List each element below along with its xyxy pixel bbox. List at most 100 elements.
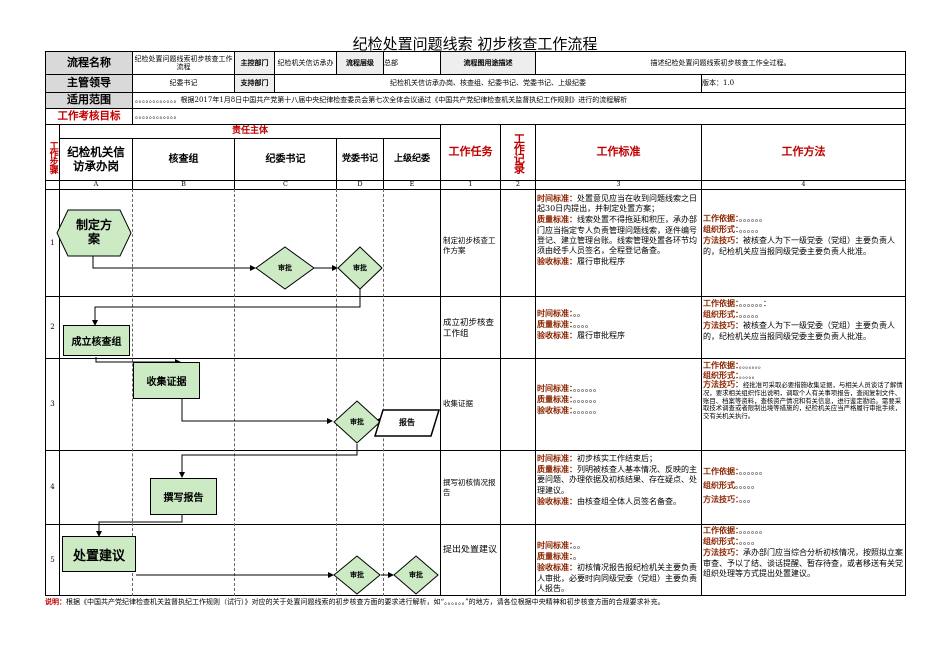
standard-key: 质量标准：	[537, 464, 577, 475]
method-key: 工作依据：	[703, 361, 739, 370]
standard-cell: 时间标准：。。。。。。 质量标准：。。。。。。 验收标准：。。。。。。	[537, 383, 699, 443]
target-label: 工作考核目标	[57, 110, 121, 123]
method-cell: 工作依据：。。。。。。。 组织形式：。。。。。 方法技巧：经批准可采取必要措施收…	[703, 361, 903, 449]
standard-value: 由核查组全体人员签名备查。	[577, 496, 681, 506]
scope-label: 适用范围	[46, 93, 132, 108]
approve-label: 审批	[350, 417, 364, 426]
standard-cell: 时间标准：初步核实工作结束后； 质量标准：列明被核查人基本情况、反映的主要问题、…	[537, 453, 699, 523]
leader-label: 主管领导	[46, 75, 132, 92]
purpose-value: 描述纪检处置问题线索初步核查工作全过程。	[650, 58, 791, 67]
approve-label: 审批	[278, 263, 292, 272]
standard-key: 质量标准：	[537, 551, 573, 562]
task-cell: 制定初步核查工作方案	[443, 236, 496, 255]
col-letter: C	[283, 181, 288, 189]
method-header: 工作方法	[781, 145, 826, 159]
method-value: 。。。。	[739, 537, 759, 547]
footer-label: 说明：	[45, 597, 66, 606]
page-title: 纪检处置问题线索 初步核查工作流程	[352, 35, 598, 53]
standard-key: 验收标准：	[537, 256, 577, 267]
standard-value: 初核情况报告报纪检机关主要负责人审批，必要时向同级党委（党组）主要负责人报告。	[537, 563, 697, 593]
role-c: 纪委书记	[265, 153, 306, 165]
row-number: 5	[50, 556, 55, 565]
standard-key: 质量标准：	[537, 394, 573, 405]
standard-header: 工作标准	[596, 145, 641, 159]
method-value: 被核查人为下一级党委（党组）主要负责人的，纪检机关应当报同级党委主要负责人批准。	[703, 321, 895, 341]
method-value: 承办部门应当综合分析初核情况，按照拟立案审查、予以了结、谈话提醒、暂存待查，或者…	[703, 548, 903, 578]
footer-note: 说明：根据《中国共产党纪律检查机关监督执纪工作规则（试行）》对应的关于处置问题线…	[45, 597, 915, 607]
method-value: 被核查人为下一级党委（党组）主要负责人的，纪检机关应当报同级党委主要负责人批准。	[703, 236, 895, 256]
standard-key: 质量标准：	[537, 319, 573, 330]
make-plan-label: 制定方案	[75, 218, 112, 246]
standard-value: 。。	[573, 309, 585, 318]
standard-value: 。。	[573, 541, 585, 550]
target-value: 。。。。。。。。。。。。	[135, 112, 181, 121]
lead-dept-label: 主控部门	[235, 52, 274, 74]
role-b: 核查组	[168, 153, 199, 165]
method-key: 工作依据：	[703, 525, 739, 535]
method-value: 。。。。。。	[739, 526, 767, 535]
method-key: 组织形式：	[703, 309, 739, 320]
report-document: 报告	[374, 409, 440, 437]
standard-key: 质量标准：	[537, 214, 577, 225]
approve-diamond: 审批	[337, 246, 383, 290]
record-header: 工作记录	[512, 132, 526, 173]
col-letter: E	[409, 181, 415, 189]
leader-value: 纪委书记	[169, 79, 198, 88]
standard-key: 时间标准：	[537, 193, 577, 203]
approve-diamond: 审批	[333, 555, 381, 595]
standard-value: 。。。。。。	[573, 395, 601, 405]
standard-key: 时间标准：	[537, 453, 577, 463]
role-d: 党委书记	[341, 154, 378, 165]
role-a: 纪检机关信访承办岗	[67, 145, 125, 173]
standard-key: 验收标准：	[537, 562, 577, 573]
level-value: 总部	[384, 58, 398, 67]
method-value: 经批准可采取必要措施收集证据，与相关人员谈话了解情况，要求相关组织作出说明，调取…	[703, 381, 903, 421]
col-letter: D	[357, 181, 363, 189]
approve-label: 审批	[350, 570, 364, 579]
method-value: 。。。。。。：	[739, 299, 771, 308]
method-value: 。。。。。。	[739, 214, 767, 223]
task-header: 工作任务	[448, 145, 493, 159]
method-value: 。。。。。	[735, 480, 759, 490]
standard-value: 。。。。。。	[573, 406, 601, 416]
standard-key: 时间标准：	[537, 308, 573, 318]
support-label: 支持部门	[235, 75, 274, 92]
method-key: 工作依据：	[703, 213, 739, 223]
lead-dept-value: 纪检机关信访承办	[277, 58, 334, 67]
support-value: 纪检机关信访承办岗、核查组、纪委书记、党委书记、上级纪委	[390, 79, 586, 88]
flow-name-value: 纪检处置问题线索初步核查工作流程	[134, 54, 233, 71]
method-key: 组织形式	[703, 479, 735, 490]
method-cell: 工作依据：。。。。。。 组织形式：。。。。。 方法技巧：被核查人为下一级党委（党…	[703, 213, 903, 295]
standard-value: 履行审批程序	[577, 331, 625, 341]
standard-value: 处置意见应当在收到问题线索之日起30日内提出，并制定处置方案；	[537, 194, 697, 214]
standard-value: 。。。。	[573, 320, 593, 330]
method-key: 组织形式	[703, 224, 735, 235]
method-cell: 工作依据：。。。。。。： 组织形式：。。。。。 方法技巧：被核查人为下一级党委（…	[703, 298, 903, 357]
method-key: 方法技巧：	[703, 320, 743, 331]
method-key: 工作依据：	[703, 298, 739, 308]
col-letter: B	[181, 181, 186, 189]
role-e: 上级纪委	[393, 154, 430, 165]
task-cell: 撰写初核情况报告	[443, 478, 496, 497]
method-value: 。。。	[739, 494, 755, 504]
col-letter: A	[93, 181, 99, 189]
method-value: ：。。。。。	[735, 225, 763, 235]
form-group-box: 成立核查组	[63, 325, 130, 356]
col-letter: 3	[616, 181, 621, 189]
standard-value: 列明被核查人基本情况、反映的主要问题、办理依据及初核结果、存在疑点、处理建议。	[537, 465, 697, 495]
task-cell: 成立初步核查工作组	[443, 318, 495, 339]
standard-value: 履行审批程序	[577, 257, 625, 267]
scope-value: 。。。。。。。。。。。。根据2017年1月8日中国共产党第十八届中央纪律检查委员…	[135, 96, 628, 105]
step-label: 工作步骤	[47, 141, 58, 173]
footer-text: 根据《中国共产党纪律检查机关监督执纪工作规则（试行）》对应的关于处置问题线索的初…	[66, 598, 665, 606]
approve-diamond: 审批	[333, 400, 381, 444]
standard-value: 线索处置不得拖延和积压，承办部门应当指定专人负责管理问题线索，逐件编号登记、建立…	[537, 215, 697, 256]
suggest-box: 处置建议	[62, 536, 136, 572]
method-value: 。。。。。。	[739, 467, 767, 476]
purpose-label: 流程图用途描述	[441, 52, 535, 74]
method-cell: 工作依据：。。。。。。 组织形式。。。。。 方法技巧：。。。	[703, 465, 903, 520]
method-key: 组织形式：	[703, 536, 739, 547]
col-letter: 1	[468, 181, 473, 189]
approve-diamond: 审批	[393, 555, 439, 595]
approve-label: 审批	[409, 570, 423, 579]
